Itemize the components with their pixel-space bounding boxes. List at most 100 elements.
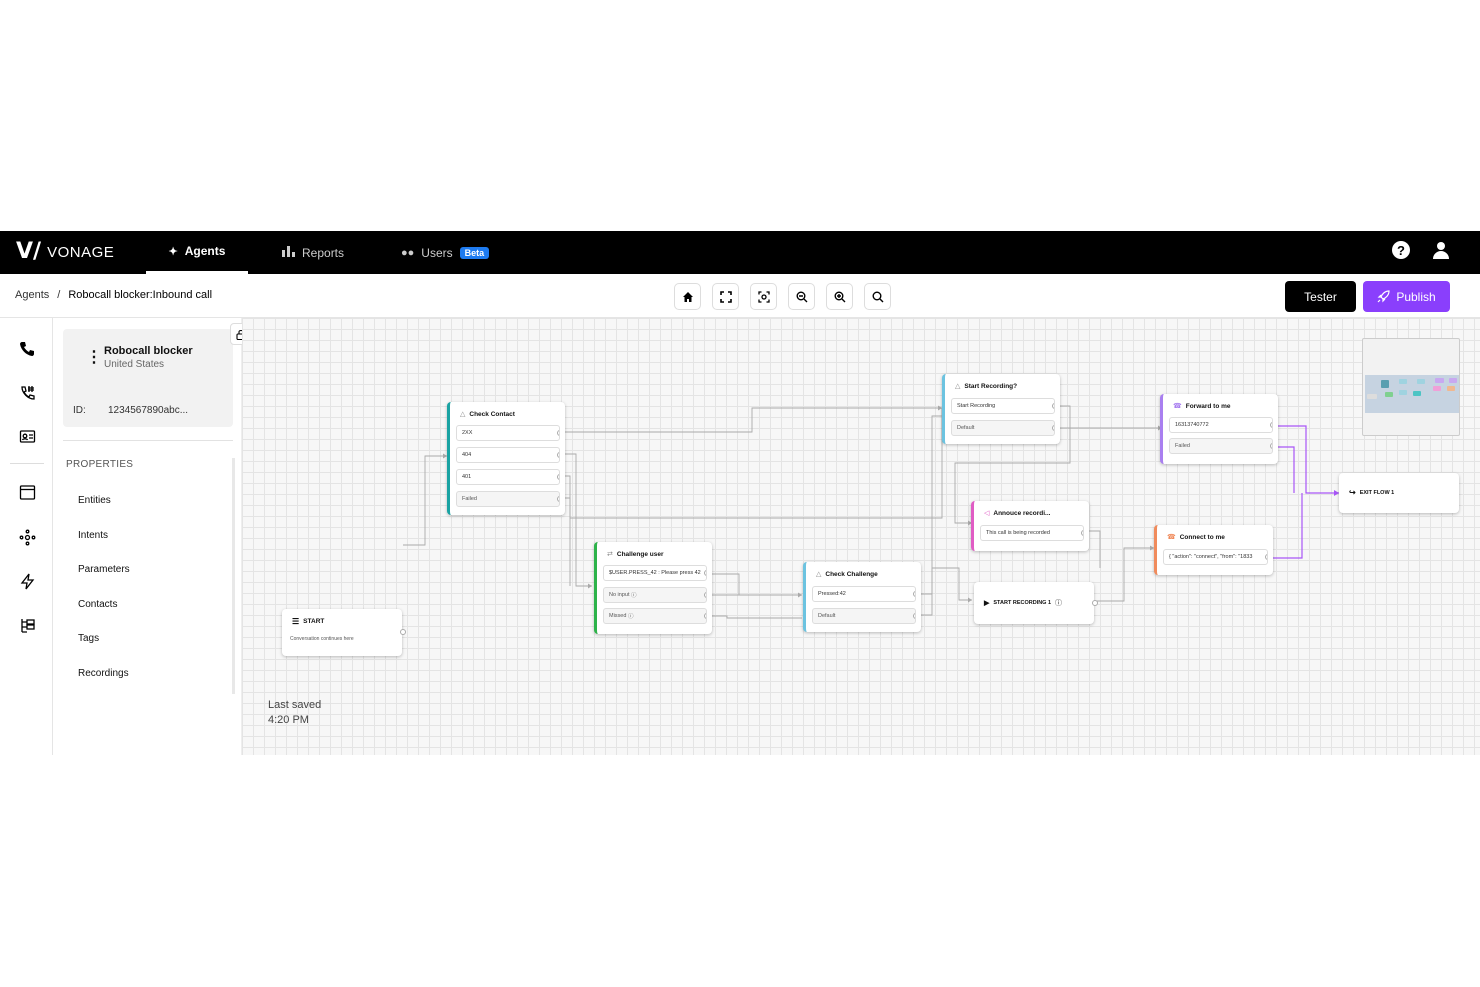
port-start-recording[interactable]: Start Recording xyxy=(951,398,1055,414)
port-dot[interactable] xyxy=(557,474,559,480)
tab-reports[interactable]: Reports xyxy=(282,231,344,274)
property-recordings[interactable]: Recordings xyxy=(78,668,129,679)
info-icon[interactable]: ⓘ xyxy=(1055,600,1063,607)
contact-card-icon[interactable] xyxy=(17,426,37,446)
check-challenge-node[interactable]: △ Check Challenge Pressed:42 Default xyxy=(803,562,921,632)
port-dot[interactable] xyxy=(1052,403,1054,409)
port-dot[interactable] xyxy=(704,592,706,598)
port-dot[interactable] xyxy=(1270,443,1272,449)
lightning-icon[interactable] xyxy=(17,571,37,591)
port-dot[interactable] xyxy=(913,613,915,619)
publish-button[interactable]: Publish xyxy=(1363,281,1450,312)
forward-to-me-node[interactable]: ☎ Forward to me 16313740772 Failed xyxy=(1160,394,1278,464)
port-404[interactable]: 404 xyxy=(456,447,560,463)
search-icon xyxy=(872,291,883,302)
minimap-node xyxy=(1417,379,1425,384)
start-recording-question-title-text: Start Recording? xyxy=(964,382,1018,390)
help-icon[interactable]: ? xyxy=(1392,241,1410,259)
exit-flow-node[interactable]: ↪ EXIT FLOW 1 xyxy=(1339,473,1459,513)
check-contact-title: △ Check Contact xyxy=(460,410,515,419)
agent-id-label: ID: xyxy=(73,405,86,416)
port-dot[interactable] xyxy=(1081,530,1083,536)
port-press-42[interactable]: $USER.PRESS_42 : Please press 42 xyxy=(603,565,707,581)
port-default[interactable]: Default xyxy=(812,608,916,624)
property-parameters[interactable]: Parameters xyxy=(78,564,130,575)
tab-users[interactable]: ●● Users Beta xyxy=(401,231,490,274)
collect-input-icon: ⇄ xyxy=(607,551,613,558)
minimap-viewport xyxy=(1365,375,1459,413)
port-dot[interactable] xyxy=(557,496,559,502)
port-pressed-42[interactable]: Pressed:42 xyxy=(812,586,916,602)
port-dot[interactable] xyxy=(704,570,706,576)
port-connect-json-label: { "action": "connect", "from": "1833 xyxy=(1169,554,1253,560)
window-icon[interactable] xyxy=(17,482,37,502)
flow-canvas[interactable]: ☰ START Conversation continues here △ Ch… xyxy=(242,318,1480,755)
port-failed[interactable]: Failed xyxy=(456,491,560,507)
port-announcement-text[interactable]: This call is being recorded xyxy=(980,525,1084,541)
challenge-user-node[interactable]: ⇄ Challenge user $USER.PRESS_42 : Please… xyxy=(594,542,712,634)
port-start-recording-label: Start Recording xyxy=(957,403,996,409)
check-contact-node[interactable]: △ Check Contact 2XX 404 401 Failed xyxy=(447,402,565,515)
left-rail xyxy=(0,318,53,755)
minimap-node xyxy=(1381,380,1389,388)
tree-list-icon[interactable] xyxy=(17,615,37,635)
start-recording-question-node[interactable]: △ Start Recording? Start Recording Defau… xyxy=(942,374,1060,444)
port-dot[interactable] xyxy=(704,613,706,619)
start-node-title: ☰ START xyxy=(292,617,324,626)
focus-button[interactable] xyxy=(750,283,777,310)
port-failed[interactable]: Failed xyxy=(1169,438,1273,454)
search-button[interactable] xyxy=(864,283,891,310)
minimap-node xyxy=(1433,386,1441,391)
property-contacts[interactable]: Contacts xyxy=(78,599,118,610)
agent-name: Robocall blocker xyxy=(104,345,193,357)
port-forward-number[interactable]: 16313740772 xyxy=(1169,417,1273,433)
port-2xx[interactable]: 2XX xyxy=(456,425,560,441)
property-intents[interactable]: Intents xyxy=(78,530,109,541)
tester-button[interactable]: Tester xyxy=(1285,281,1356,312)
start-recording-1-output-port[interactable] xyxy=(1092,600,1098,606)
port-dot[interactable] xyxy=(557,452,559,458)
property-tags[interactable]: Tags xyxy=(78,633,100,644)
phone-call-icon[interactable] xyxy=(17,338,37,358)
tab-agents[interactable]: ✦ Agents xyxy=(146,231,248,274)
breadcrumb-agents-link[interactable]: Agents xyxy=(15,289,50,301)
port-dot[interactable] xyxy=(1052,425,1054,431)
start-output-port[interactable] xyxy=(400,629,406,635)
flow-nodes-icon[interactable] xyxy=(17,527,37,547)
announce-recording-node[interactable]: ◁ Annouce recordi... This call is being … xyxy=(971,501,1089,551)
port-404-label: 404 xyxy=(462,452,472,458)
play-icon: ▶ xyxy=(984,600,990,607)
port-dot[interactable] xyxy=(557,430,559,436)
start-node[interactable]: ☰ START Conversation continues here xyxy=(282,609,406,656)
home-button[interactable] xyxy=(674,283,701,310)
start-recording-1-title: ▶ START RECORDING 1 ⓘ xyxy=(984,598,1062,608)
panel-scrollbar[interactable] xyxy=(232,458,235,694)
flow-edges xyxy=(403,405,1339,619)
port-missed[interactable]: Missed ⓘ xyxy=(603,608,707,624)
port-dot[interactable] xyxy=(1270,422,1272,428)
zoom-out-button[interactable] xyxy=(788,283,815,310)
port-no-input-label: No input xyxy=(609,592,630,598)
exit-icon: ↪ xyxy=(1349,488,1356,497)
rocket-icon xyxy=(1377,290,1390,303)
kebab-menu-icon[interactable]: ⋮ xyxy=(86,349,102,366)
port-default[interactable]: Default xyxy=(951,420,1055,436)
fit-screen-icon xyxy=(719,290,732,303)
phone-hash-icon[interactable] xyxy=(17,382,37,402)
zoom-in-icon xyxy=(834,291,845,302)
user-profile-icon[interactable] xyxy=(1432,241,1450,259)
forward-to-me-title: ☎ Forward to me xyxy=(1173,402,1231,411)
brand-logo[interactable]: V/ VONAGE xyxy=(16,241,114,263)
port-no-input[interactable]: No input ⓘ xyxy=(603,587,707,603)
property-entities[interactable]: Entities xyxy=(78,495,111,506)
panel-divider xyxy=(63,440,233,441)
fit-screen-button[interactable] xyxy=(712,283,739,310)
zoom-in-button[interactable] xyxy=(826,283,853,310)
port-dot[interactable] xyxy=(913,591,915,597)
connect-to-me-node[interactable]: ☎ Connect to me { "action": "connect", "… xyxy=(1154,525,1273,575)
port-dot[interactable] xyxy=(1265,554,1267,560)
port-connect-json[interactable]: { "action": "connect", "from": "1833 xyxy=(1163,549,1268,565)
minimap[interactable] xyxy=(1362,338,1460,436)
port-401[interactable]: 401 xyxy=(456,469,560,485)
start-recording-1-node[interactable]: ▶ START RECORDING 1 ⓘ xyxy=(974,582,1098,624)
